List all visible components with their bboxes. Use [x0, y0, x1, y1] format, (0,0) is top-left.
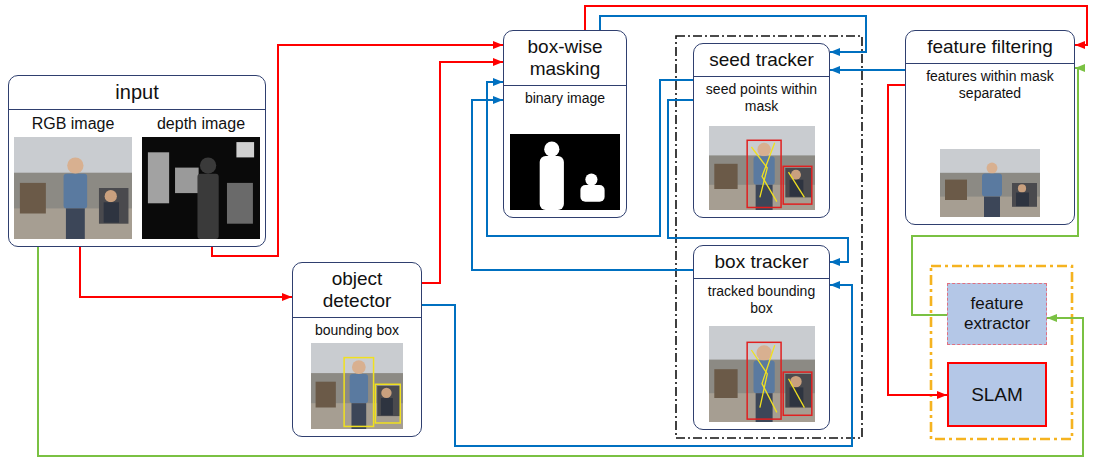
node-title: feature extractor	[948, 290, 1046, 337]
node-title: box tracker	[694, 246, 829, 279]
image-thumbnail	[709, 326, 815, 422]
node-title: SLAM	[967, 380, 1027, 410]
image-thumbnail	[14, 137, 132, 239]
process-box: feature filteringfeatures within mask se…	[905, 30, 1075, 225]
process-box: box-wise maskingbinary image	[503, 30, 627, 218]
module-box: feature extractor	[947, 283, 1047, 345]
image-thumbnail	[311, 343, 403, 429]
connector	[38, 247, 1083, 456]
node-caption: bounding box	[293, 318, 421, 342]
node-title: feature filtering	[906, 31, 1074, 64]
image-row: RGB image depth image	[9, 110, 265, 246]
image-thumbnail	[709, 126, 815, 210]
image-caption: depth image	[151, 110, 251, 136]
image-thumbnail	[510, 134, 620, 210]
slam-group-outline	[931, 266, 1072, 439]
image-thumbnail	[142, 137, 260, 239]
process-box: object detectorbounding box	[292, 262, 422, 437]
node-caption: tracked bounding box	[694, 279, 829, 320]
node-title: seed tracker	[694, 44, 829, 77]
node-title: box-wise masking	[504, 31, 626, 86]
image-column: depth image	[137, 110, 265, 246]
process-box: inputRGB image depth image	[8, 75, 266, 247]
node-caption: features within mask separated	[906, 64, 1074, 105]
image-column: RGB image	[9, 110, 137, 246]
node-title: input	[9, 76, 265, 110]
node-caption: seed points within mask	[694, 77, 829, 118]
connector	[422, 62, 503, 283]
image-caption: RGB image	[26, 110, 121, 136]
node-title: object detector	[293, 263, 421, 318]
image-thumbnail	[940, 149, 1040, 217]
connector	[80, 247, 292, 297]
connector	[830, 69, 905, 71]
node-caption: binary image	[504, 86, 626, 110]
module-box: SLAM	[947, 362, 1047, 427]
process-box: seed trackerseed points within mask	[693, 43, 830, 218]
process-box: box trackertracked bounding box	[693, 245, 830, 430]
